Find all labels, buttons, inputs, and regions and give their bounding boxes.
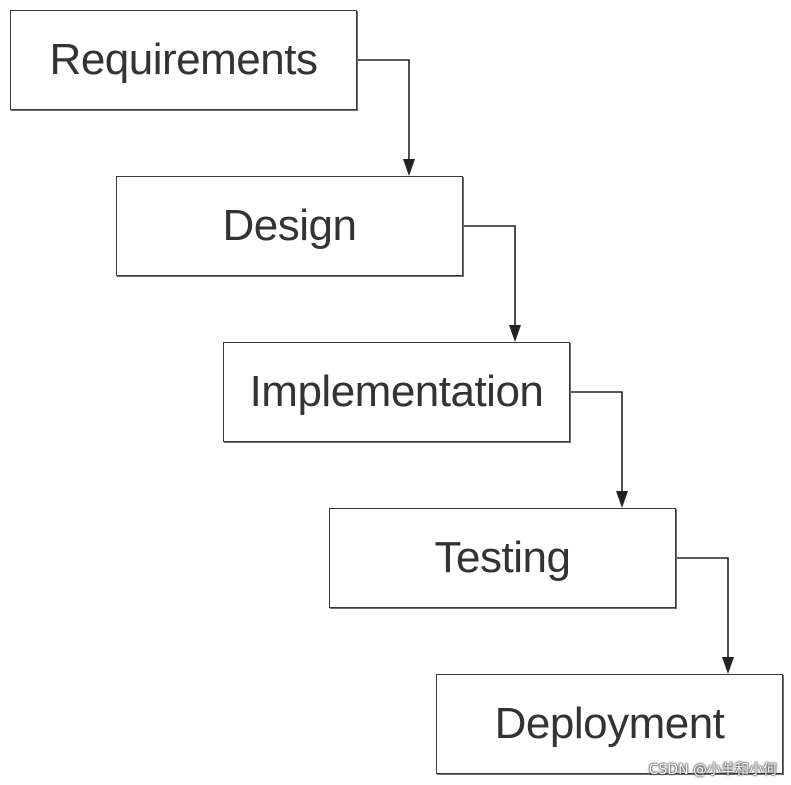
connector-testing-to-deployment [676, 557, 729, 658]
step-label-deployment: Deployment [494, 699, 725, 748]
step-box-requirements: Requirements [10, 10, 357, 110]
step-box-testing: Testing [329, 508, 676, 608]
connector-design-to-implementation [463, 225, 516, 326]
step-box-design: Design [116, 176, 463, 276]
arrowhead-design-to-implementation [509, 325, 521, 342]
step-label-implementation: Implementation [249, 367, 544, 416]
arrowhead-testing-to-deployment [722, 657, 734, 674]
step-box-implementation: Implementation [223, 342, 570, 442]
arrowhead-requirements-to-design [403, 159, 415, 176]
step-box-deployment: Deployment [436, 674, 783, 774]
step-label-testing: Testing [434, 533, 571, 582]
arrowhead-implementation-to-testing [616, 491, 628, 508]
step-label-design: Design [222, 201, 357, 250]
step-label-requirements: Requirements [49, 35, 318, 84]
connector-requirements-to-design [357, 59, 410, 160]
connector-implementation-to-testing [570, 391, 623, 492]
watermark-text: CSDN @小羊和小何 [648, 762, 777, 778]
